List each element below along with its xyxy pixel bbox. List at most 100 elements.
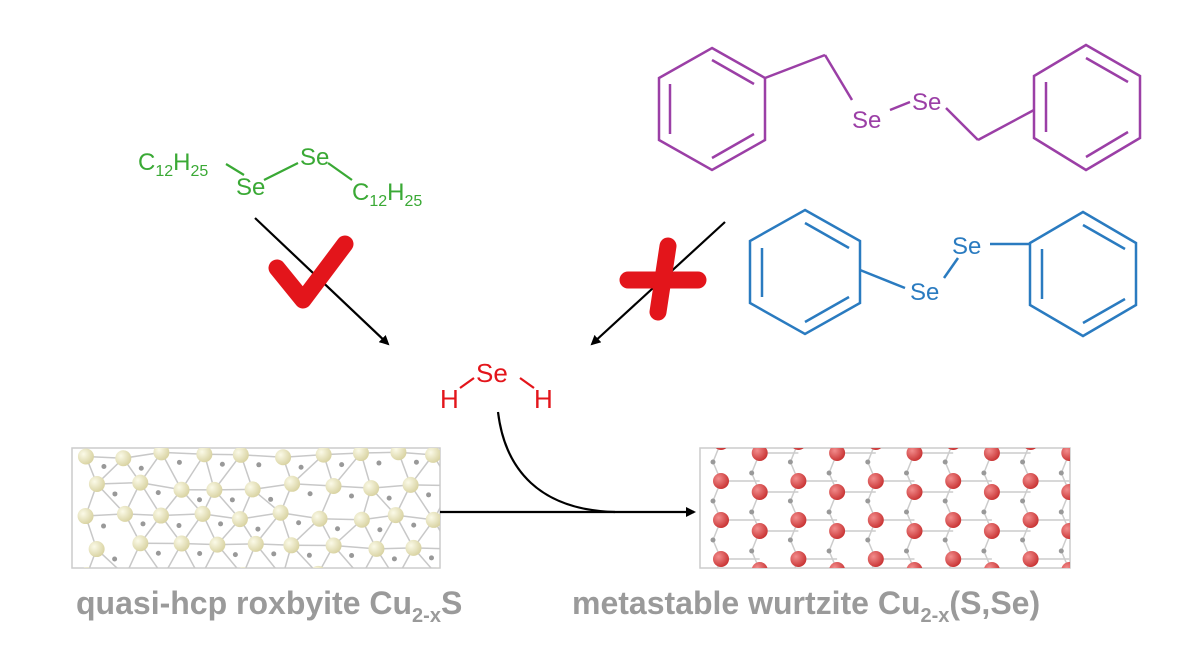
se-atom [751, 523, 768, 539]
s-atom [231, 511, 248, 528]
s-atom [283, 537, 300, 554]
dodecyl-left-group: C12H25 [138, 149, 208, 180]
se-atom [906, 448, 923, 461]
se-atom [906, 562, 923, 568]
s-atom [77, 448, 94, 465]
s-atom [173, 481, 190, 498]
se-atom [983, 448, 1000, 461]
right-label: metastable wurtzite Cu2-x(S,Se) [572, 585, 1040, 627]
se-atom: Se [236, 174, 265, 201]
s-atom [247, 535, 264, 552]
s-atom [311, 510, 328, 527]
s-atom [155, 568, 171, 584]
s-atom [116, 505, 133, 522]
se-atom: Se [910, 279, 939, 306]
se-atom [983, 484, 1000, 500]
cross-icon [619, 237, 707, 321]
se-atom: Se [952, 233, 981, 260]
se-atom [713, 551, 729, 567]
s-atom [325, 537, 342, 554]
s-atom [353, 569, 369, 585]
se-atom [945, 473, 962, 489]
se-atom [713, 512, 729, 528]
h-atom: H [440, 384, 459, 414]
s-atom [153, 448, 170, 461]
se-atom [1022, 512, 1039, 528]
s-atom [83, 567, 91, 568]
se-atom [829, 562, 845, 568]
check-icon [268, 235, 354, 309]
dodecyl-diselenide: C12H25 Se Se C12H25 [138, 144, 422, 210]
se-atom [790, 512, 807, 528]
s-atom [425, 448, 440, 463]
s-atom [405, 539, 422, 556]
s-atom [206, 481, 223, 498]
se-atom: Se [912, 89, 941, 116]
s-atom [272, 504, 289, 521]
s-atom [363, 480, 380, 497]
se-atom [945, 551, 962, 567]
s-atom [274, 569, 290, 585]
se-atom [1022, 551, 1039, 567]
se-atom [906, 484, 923, 500]
se-atom [867, 473, 884, 489]
se-atom [983, 523, 1000, 539]
s-atom [192, 570, 208, 586]
diphenyl-diselenide [748, 208, 1138, 338]
s-atom [275, 449, 292, 466]
s-atom [196, 448, 213, 463]
h2se-curve-arrow [496, 411, 616, 514]
se-atom: Se [852, 107, 881, 134]
s-atom [194, 505, 211, 522]
se-atom [1061, 523, 1070, 539]
se-atom [1025, 448, 1036, 450]
s-atom [284, 475, 301, 492]
se-atom [1061, 601, 1077, 617]
se-atom [1061, 484, 1070, 500]
s-atom [152, 507, 169, 524]
hydrogen-selenide: Se H H [440, 358, 553, 414]
s-atom [325, 477, 342, 494]
se-atom [829, 523, 846, 539]
se-atom [945, 512, 962, 528]
s-atom [239, 567, 247, 568]
s-atom [387, 507, 404, 524]
se-atom: Se [300, 144, 329, 171]
se-atom [984, 562, 1000, 568]
s-atom [352, 448, 369, 462]
roxbyite-structure [71, 447, 460, 586]
se-atom [793, 448, 804, 450]
s-atom [425, 511, 440, 528]
se-atom [715, 448, 727, 450]
wurtzite-structure [699, 447, 1077, 617]
se-atom [829, 484, 846, 500]
h-atom: H [534, 384, 553, 414]
s-atom [402, 476, 419, 493]
s-atom [232, 448, 249, 463]
se-atom [947, 448, 959, 450]
dibenzyl-diselenide [657, 43, 1142, 172]
s-atom [435, 567, 440, 568]
s-atom [173, 535, 190, 552]
se-atom [867, 512, 884, 528]
se-atom: Se [476, 358, 508, 388]
s-atom [124, 567, 127, 568]
se-atom [906, 523, 923, 539]
se-atom [751, 448, 768, 461]
s-atom [368, 540, 385, 557]
s-atom [132, 474, 149, 491]
s-atom [209, 536, 226, 553]
s-atom [132, 535, 149, 552]
s-atom [444, 478, 460, 494]
dodecyl-right-group: C12H25 [352, 179, 422, 210]
se-atom [867, 551, 884, 567]
s-atom [244, 481, 261, 498]
se-atom [751, 562, 768, 568]
se-atom [1061, 562, 1070, 568]
s-atom [312, 565, 324, 568]
left-label: quasi-hcp roxbyite Cu2-xS [76, 585, 462, 627]
se-atom [1061, 448, 1070, 461]
s-atom [88, 475, 105, 492]
se-atom [790, 551, 807, 567]
